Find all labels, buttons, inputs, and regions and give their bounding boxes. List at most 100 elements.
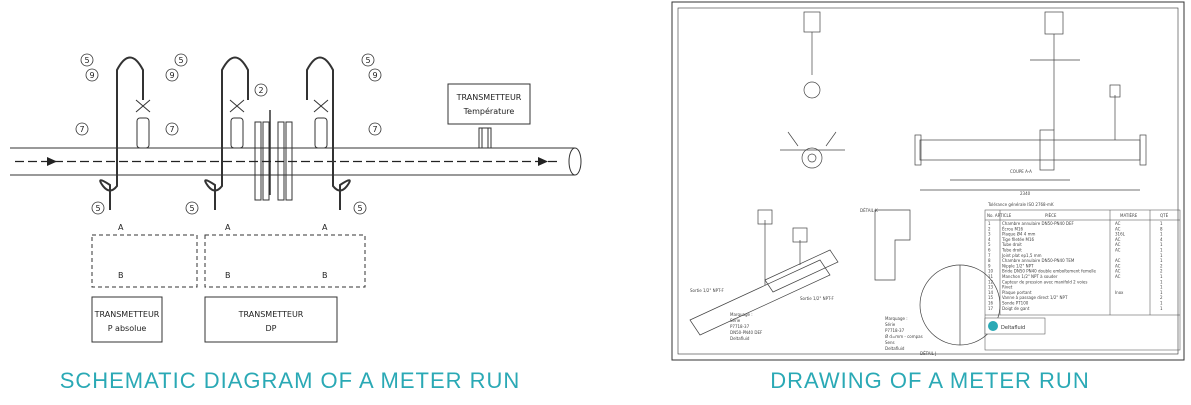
detail-k-label: DÉTAIL K xyxy=(860,208,878,213)
logo-text: Deltafluid xyxy=(1001,325,1025,331)
callout-5: 5 xyxy=(357,204,362,213)
callout-5: 5 xyxy=(365,56,370,65)
svg-text:DN50-PN40 DEF: DN50-PN40 DEF xyxy=(730,330,763,335)
callout-9: 9 xyxy=(169,71,174,80)
pabs-transmitter-sub: P absolue xyxy=(108,324,147,333)
bom-cell: Écrou M16 xyxy=(1002,226,1024,231)
bom-cell: AC xyxy=(1115,258,1121,263)
callout-5: 5 xyxy=(95,204,100,213)
letter-b: B xyxy=(118,271,124,280)
bom-cell: 12 xyxy=(988,279,994,284)
marking-left: Marquage : Série P7718-37 DN50-PN40 DEF … xyxy=(730,312,763,341)
bom-cell: 3 xyxy=(988,232,991,237)
callout-5: 5 xyxy=(84,56,89,65)
bom-cell: 9 xyxy=(988,263,991,268)
bom-cell: Manchon 1/2" NPT à souder xyxy=(1002,274,1058,279)
dp-transmitter-sub: DP xyxy=(266,324,277,333)
bom-header-qte: QTÉ xyxy=(1160,213,1169,218)
dimension-2340: 2340 xyxy=(1020,191,1031,196)
bom-cell: 1 xyxy=(1160,279,1163,284)
bom-cell: Chambre annulaire DN50-PN40 DEF xyxy=(1002,221,1075,226)
bom-cell: 17 xyxy=(988,306,994,311)
bom-cell: Bride DN50 PN40 double emboîtement femel… xyxy=(1002,269,1097,274)
bom-cell: 1 xyxy=(1160,290,1163,295)
bom-cell: 2 xyxy=(1160,295,1163,300)
callout-7: 7 xyxy=(79,125,84,134)
svg-text:Deltafluid: Deltafluid xyxy=(730,336,750,341)
bom-header-no: No. ARTICLE xyxy=(987,213,1012,218)
letter-a: A xyxy=(322,223,328,232)
bom-cell: AC xyxy=(1115,226,1121,231)
callout-9: 9 xyxy=(372,71,377,80)
bom-cell: Plaque portant xyxy=(1002,290,1032,295)
bom-cell: 16 xyxy=(988,301,994,306)
bom-header: No. ARTICLE PIÈCE MATIÈRE QTÉ xyxy=(987,213,1169,218)
bom-cell: 1 xyxy=(1160,285,1163,290)
callout-5: 5 xyxy=(178,56,183,65)
bom-cell: 4 xyxy=(1160,237,1163,242)
bom-cell: AC xyxy=(1115,237,1121,242)
bom-cell: 14 xyxy=(988,290,994,295)
tolerance-note: Tolérance générale ISO 2768-mK xyxy=(987,202,1054,207)
bom-cell: 10 xyxy=(988,269,994,274)
bom-cell: 8 xyxy=(1160,226,1163,231)
bom-cell: Capteur de pression avec manifold 2 voie… xyxy=(1002,279,1087,284)
bom-cell: Vanne à passage direct 1/2" NPT xyxy=(1002,295,1068,300)
bom-cell: Tige filetée M16 xyxy=(1001,237,1035,242)
svg-text:Deltafluid: Deltafluid xyxy=(885,346,905,351)
callout-5: 5 xyxy=(189,204,194,213)
letter-b: B xyxy=(322,271,328,280)
bom-cell: AC xyxy=(1115,274,1121,279)
bom-cell: 4 xyxy=(988,237,991,242)
bom-cell: AC xyxy=(1115,263,1121,268)
svg-text:P7718-37: P7718-37 xyxy=(730,324,750,329)
bom-cell: AC xyxy=(1115,248,1121,253)
letter-b: B xyxy=(225,271,231,280)
bom-cell: 2 xyxy=(988,226,991,231)
deltafluid-logo-icon xyxy=(988,321,998,331)
bom-cell: 8 xyxy=(988,258,991,263)
bom-cell: 1 xyxy=(1160,242,1163,247)
bom-header-matiere: MATIÈRE xyxy=(1120,213,1138,218)
bom-cell: 1 xyxy=(1160,221,1163,226)
callout-7: 7 xyxy=(169,125,174,134)
bom-cell: Nipple 1/2" NPT xyxy=(1002,263,1034,268)
callout-7: 7 xyxy=(372,125,377,134)
bom-cell: 13 xyxy=(988,285,994,290)
bom-cell: 2 xyxy=(1160,263,1163,268)
bom-cell: Inox xyxy=(1115,290,1124,295)
section-label: COUPE A-A xyxy=(1010,169,1032,174)
svg-text:Série: Série xyxy=(730,318,741,323)
bom-cell: 1 xyxy=(1160,232,1163,237)
svg-text:Ø d=mm - compas: Ø d=mm - compas xyxy=(885,334,923,339)
bom-cell: Chambre annulaire DN50-PN40 TEM xyxy=(1002,258,1075,263)
svg-text:P7718-37: P7718-37 xyxy=(885,328,905,333)
bom-cell: 7 xyxy=(988,253,991,258)
bom-cell: 11 xyxy=(988,274,994,279)
bom-header-piece: PIÈCE xyxy=(1045,213,1057,218)
bom-cell: Doigt de gant xyxy=(1002,306,1030,311)
pabs-transmitter-title: TRANSMETTEUR xyxy=(94,310,160,319)
bom-cell: 1 xyxy=(1160,258,1163,263)
bom-cell: Plaque Ø4 4 mm xyxy=(1002,232,1035,237)
temp-transmitter-sub: Température xyxy=(463,106,515,116)
bom-cell: 1 xyxy=(1160,253,1163,258)
schematic-diagram: 5 9 7 5 5 9 7 5 2 5 9 7 5 A B A B A B TR… xyxy=(10,53,582,343)
bom-cell: Tube droit xyxy=(1001,248,1022,253)
bom-cell: 2 xyxy=(1160,269,1163,274)
left-caption: SCHEMATIC DIAGRAM OF A METER RUN xyxy=(59,368,521,393)
bom-cell: Joint plat ep1,5 mm xyxy=(1001,253,1042,258)
svg-text:Série: Série xyxy=(885,322,896,327)
marking-right: Marquage : Série P7718-37 Ø d=mm - compa… xyxy=(885,316,923,351)
detail-j-label: DÉTAIL J xyxy=(920,351,936,356)
bom-cell: 316L xyxy=(1115,232,1126,237)
bom-cell: 5 xyxy=(988,242,991,247)
bom-cell: AC xyxy=(1115,221,1121,226)
bom-cell: 1 xyxy=(1160,306,1163,311)
bom-cell: 1 xyxy=(1160,301,1163,306)
bom-cell: Tube droit xyxy=(1001,242,1022,247)
bom-cell: AC xyxy=(1115,242,1121,247)
